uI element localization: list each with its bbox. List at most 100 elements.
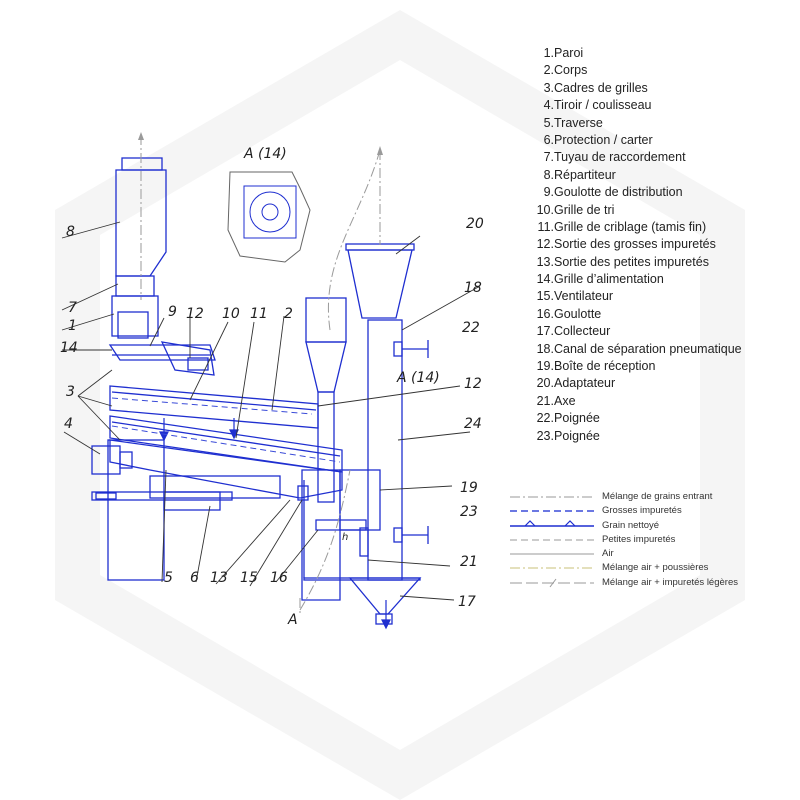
- part-label: Goulotte: [554, 306, 602, 321]
- part-label: Poignée: [554, 411, 600, 426]
- wall-1: [111, 295, 159, 337]
- part-item: 7.Tuyau de raccordement: [536, 149, 796, 166]
- part-item: 9.Goulotte de distribution: [536, 184, 796, 201]
- part-label: Goulotte de distribution: [554, 185, 683, 200]
- legend-label: Mélange air + poussières: [602, 562, 709, 574]
- legend-swatch: [510, 510, 594, 513]
- callout-15: 15: [240, 570, 258, 586]
- callout-21: 21: [460, 554, 478, 570]
- detail-view-a14: [227, 171, 311, 263]
- part-item: 21.Axe: [536, 393, 796, 410]
- part-item: 16.Goulotte: [536, 306, 796, 323]
- callout-14: 14: [60, 340, 78, 356]
- callout-12-top: 12: [186, 306, 204, 322]
- distribution-chute-9: [160, 341, 215, 376]
- part-number: 20.: [536, 376, 554, 391]
- part-label: Sortie des petites impuretés: [554, 254, 709, 269]
- part-number: 19.: [536, 359, 554, 374]
- part-number: 18.: [536, 341, 554, 356]
- part-label: Grille de criblage (tamis fin): [554, 219, 707, 234]
- part-label: Adaptateur: [554, 376, 616, 391]
- callout-4: 4: [64, 416, 73, 432]
- callout-23: 23: [460, 504, 478, 520]
- part-item: 19.Boîte de réception: [536, 358, 796, 375]
- part-item: 17.Collecteur: [536, 323, 796, 340]
- part-number: 6.: [543, 132, 554, 147]
- part-number: 10.: [536, 202, 554, 217]
- part-label: Protection / carter: [554, 132, 653, 147]
- legend-swatch: [510, 496, 594, 498]
- part-item: 11.Grille de criblage (tamis fin): [536, 219, 796, 236]
- part-number: 2.: [543, 63, 554, 78]
- callout-6: 6: [190, 570, 199, 586]
- part-item: 5.Traverse: [536, 115, 796, 132]
- part-item: 8.Répartiteur: [536, 167, 796, 184]
- part-label: Tiroir / coulisseau: [554, 98, 652, 113]
- part-label: Tuyau de raccordement: [554, 150, 686, 165]
- part-number: 22.: [536, 411, 554, 426]
- callout-12-right: 12: [464, 376, 482, 392]
- legend-item: Grosses impuretés: [508, 504, 798, 518]
- part-number: 14.: [536, 272, 554, 287]
- legend-swatch: [510, 539, 594, 541]
- detail-view-label: A (14): [243, 146, 287, 162]
- body-2: [109, 439, 343, 499]
- left-leg: [107, 439, 165, 581]
- fan-15: [301, 469, 341, 601]
- part-label: Répartiteur: [554, 167, 616, 182]
- callout-24: 24: [464, 416, 482, 432]
- part-label: Grille d’alimentation: [554, 272, 664, 287]
- callout-8: 8: [66, 224, 75, 240]
- machine-body: [91, 157, 429, 625]
- air-flows: [138, 132, 383, 614]
- part-number: 3.: [543, 80, 554, 95]
- part-number: 17.: [536, 324, 554, 339]
- part-item: 1.Paroi: [536, 45, 796, 62]
- part-label: Axe: [554, 393, 576, 408]
- callout-7: 7: [68, 300, 77, 316]
- callout-10: 10: [222, 306, 240, 322]
- part-number: 12.: [536, 237, 554, 252]
- part-item: 3.Cadres de grilles: [536, 80, 796, 97]
- legend-item: Air: [508, 547, 798, 561]
- part-label: Paroi: [554, 46, 584, 60]
- part-label: Ventilateur: [554, 289, 614, 304]
- coarse-flow: [111, 397, 341, 463]
- part-item: 20.Adaptateur: [536, 375, 796, 392]
- callout-18: 18: [464, 280, 482, 296]
- callout-3: 3: [66, 384, 75, 400]
- part-label: Canal de séparation pneumatique: [554, 341, 742, 356]
- part-label: Boîte de réception: [554, 359, 656, 374]
- pin-21: [359, 527, 369, 557]
- legend-label: Mélange air + impuretés légères: [602, 576, 738, 588]
- part-item: 15.Ventilateur: [536, 288, 796, 305]
- feeder-box: [117, 311, 149, 339]
- part-item: 14.Grille d’alimentation: [536, 271, 796, 288]
- callout-1: 1: [68, 318, 77, 334]
- legend-label: Grain nettoyé: [602, 519, 660, 531]
- part-number: 21.: [536, 393, 554, 408]
- legend-label: Grosses impuretés: [602, 505, 682, 517]
- callout-9: 9: [168, 304, 177, 320]
- part-item: 6.Protection / carter: [536, 132, 796, 149]
- part-item: 10.Grille de tri: [536, 202, 796, 219]
- legend-label: Air: [602, 548, 614, 560]
- callout-numbers: 8 7 1 14 3 4 9 12 10 11 2 12 20 18 22 24…: [60, 216, 484, 610]
- legend-swatch: [510, 553, 594, 555]
- sieve-drawer: [149, 475, 281, 499]
- arrow-label: A: [287, 612, 298, 628]
- section-label: A (14): [396, 370, 440, 386]
- part-number: 16.: [536, 306, 554, 321]
- callout-19: 19: [460, 480, 478, 496]
- part-number: 15.: [536, 289, 554, 304]
- callout-11: 11: [250, 306, 268, 322]
- part-label: Cadres de grilles: [554, 80, 648, 95]
- part-number: 23.: [536, 428, 554, 443]
- legend-item: Petites impuretés: [508, 533, 798, 547]
- part-label: Collecteur: [554, 324, 611, 339]
- legend-swatch: [510, 519, 594, 527]
- legend-item: Mélange de grains entrant: [508, 490, 798, 504]
